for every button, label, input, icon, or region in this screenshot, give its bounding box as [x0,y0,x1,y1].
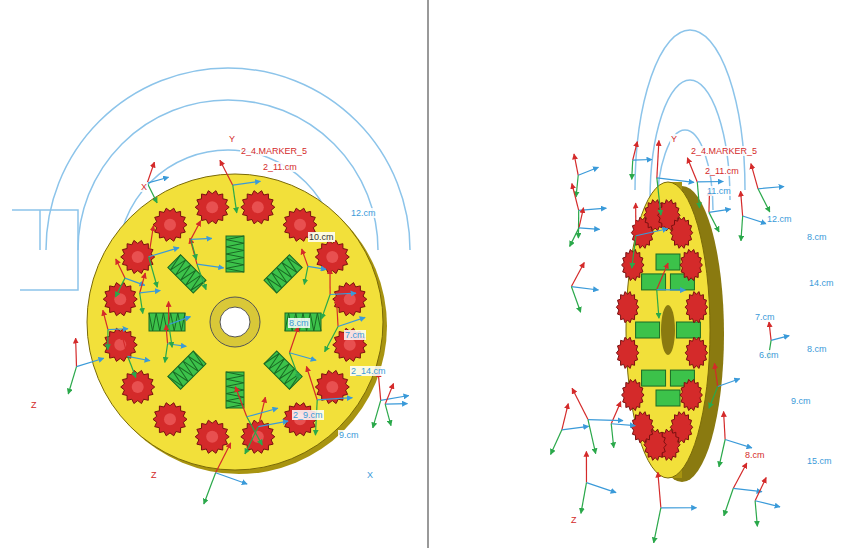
marker-label: 2_4.MARKER_5 [240,146,308,156]
gear-symbol [631,412,653,443]
marker-triads [68,141,789,543]
marker-label: 12.cm [766,214,793,224]
marker-label: 12.cm [350,208,377,218]
gear-symbol [195,420,229,453]
marker-label: 2_11.cm [704,166,740,176]
marker-label: 9.cm [790,396,812,406]
panel-divider [427,0,429,548]
gear-symbol [121,370,155,403]
gear-symbol [333,328,367,361]
spring-symbol [656,254,680,270]
spring-symbol [656,390,680,406]
gear-symbol [622,249,644,280]
marker-label: X [140,182,148,192]
spring-symbol [264,351,302,389]
marker-label: 15.cm [806,456,833,466]
marker-label: 10.cm [308,232,335,242]
marker-label: Y [228,134,236,144]
gear-symbol [153,208,187,241]
marker-label: 2_9.cm [292,410,324,420]
gear-symbol [616,337,638,368]
marker-label: 2_11.cm [262,162,298,172]
gear-symbol [616,292,638,323]
marker-label: X [366,470,374,480]
marker-label: 2_4.MARKER_5 [690,146,758,156]
gear-symbol [680,379,702,410]
spring-symbol [636,322,660,338]
gear-symbol [622,379,644,410]
rotor-disk [616,182,724,482]
gear-symbol [670,217,692,248]
spring-symbol [676,322,700,338]
gear-symbol [195,191,229,224]
marker-label: 11.cm [706,186,732,196]
marker-label: 8.cm [806,232,828,242]
spring-symbol [264,255,302,293]
marker-label: Z [570,515,578,525]
spring-symbol [168,255,206,293]
marker-label: Z [30,400,38,410]
marker-label: Y [670,134,678,144]
spring-symbol [149,313,185,331]
gear-symbol [333,283,367,316]
marker-label: 9.cm [338,430,360,440]
spring-symbol [285,313,321,331]
marker-label: 7.cm [754,312,776,322]
gear-symbol [103,328,137,361]
gear-symbol [685,337,707,368]
gear-symbol [153,403,187,436]
marker-label: 2_14.cm [350,366,387,376]
gear-symbol [685,292,707,323]
marker-label: 14.cm [808,278,835,288]
gear-symbol [680,249,702,280]
spring-symbol [168,351,206,389]
gear-symbol [241,191,275,224]
marker-label: 6.cm [758,350,780,360]
rotor-disk [87,174,387,474]
marker-label: Z [150,470,158,480]
marker-label: 7.cm [344,330,366,340]
spring-symbol [642,370,666,386]
marker-label: 8.cm [744,450,766,460]
marker-label: 8.cm [806,344,828,354]
marker-label: 8.cm [288,318,310,328]
spring-symbol [226,236,244,272]
